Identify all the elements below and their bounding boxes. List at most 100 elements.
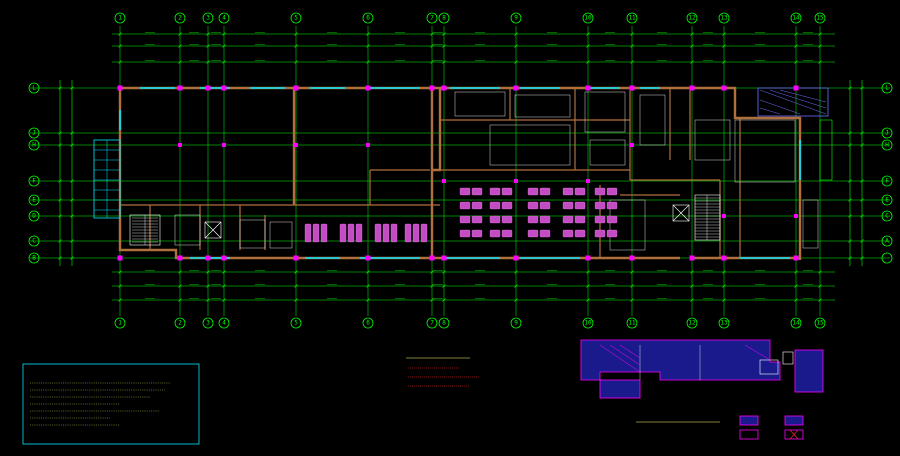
axis-bubble-top: 7 [426, 12, 438, 24]
column [441, 255, 447, 261]
axis-bubble-left: J [28, 127, 40, 139]
desk [606, 215, 618, 224]
axis-bubble-top: 15 [814, 317, 826, 329]
axis-label: H [32, 142, 36, 149]
column [689, 255, 695, 261]
elevators [204, 204, 690, 239]
axis-label: 5 [294, 320, 298, 327]
desk [562, 187, 574, 196]
interior-partitions [174, 87, 833, 251]
desk [562, 201, 574, 210]
column [441, 85, 447, 91]
axis-bubble-left: D [28, 210, 40, 222]
axis-bubble-top: 10 [582, 317, 594, 329]
axis-label: 7 [430, 320, 434, 327]
axis-bubble-top: 11 [626, 317, 638, 329]
desk [312, 223, 320, 243]
desk [539, 201, 551, 210]
axis-bubble-top: 15 [814, 12, 826, 24]
column [721, 255, 727, 261]
column [177, 85, 183, 91]
axis-label: 8 [442, 320, 446, 327]
column [585, 255, 591, 261]
axis-label: E [885, 197, 889, 204]
desk [527, 229, 539, 238]
desk [501, 201, 513, 210]
desk [347, 223, 355, 243]
axis-label: 13 [720, 15, 728, 22]
stair-left [129, 214, 161, 246]
desk [539, 187, 551, 196]
axis-bubble-left: H [28, 139, 40, 151]
axis-label: 1 [118, 320, 122, 327]
axis-label: 7 [430, 15, 434, 22]
axis-label: 12 [688, 320, 696, 327]
column [222, 143, 226, 147]
axis-bubble-top: 4 [218, 12, 230, 24]
desk [501, 229, 513, 238]
desk [489, 201, 501, 210]
workstation-desks [304, 187, 618, 243]
axis-label: 10 [584, 15, 592, 22]
axis-bubble-left: E [28, 194, 40, 206]
column [366, 143, 370, 147]
desk [404, 223, 412, 243]
column [513, 85, 519, 91]
desk [562, 215, 574, 224]
desk [471, 201, 483, 210]
axis-bubble-right [881, 252, 893, 264]
legend-block [406, 357, 480, 387]
column [794, 214, 798, 218]
axis-bubble-top: 5 [290, 317, 302, 329]
axis-bubble-top: 12 [686, 12, 698, 24]
axis-label: 1 [118, 15, 122, 22]
desk [459, 229, 471, 238]
axis-bubble-top: 8 [438, 317, 450, 329]
axis-label: J [32, 130, 36, 137]
axis-bubble-top: 6 [362, 317, 374, 329]
axis-bubble-top: 9 [510, 317, 522, 329]
desk [471, 187, 483, 196]
column [514, 179, 518, 183]
axis-label: 11 [628, 320, 636, 327]
axis-label: 11 [628, 15, 636, 22]
axis-label: 14 [792, 320, 800, 327]
desk [574, 201, 586, 210]
desk [471, 229, 483, 238]
desk [355, 223, 363, 243]
axis-bubble-right: C [881, 210, 893, 222]
axis-label: H [885, 142, 889, 149]
column [365, 255, 371, 261]
axis-label: 2 [178, 15, 182, 22]
stair-right [694, 194, 721, 241]
axis-label: B [32, 255, 36, 262]
column [629, 85, 635, 91]
axis-label: 4 [222, 320, 226, 327]
column [585, 85, 591, 91]
column [365, 85, 371, 91]
axis-bubble-right: E [881, 194, 893, 206]
desk [339, 223, 347, 243]
desk [489, 215, 501, 224]
desk [527, 215, 539, 224]
desk [390, 223, 398, 243]
axis-bubble-top: 7 [426, 317, 438, 329]
desk [539, 215, 551, 224]
axis-bubble-top: 3 [202, 12, 214, 24]
axis-label: 9 [514, 320, 518, 327]
axis-bubble-top: 1 [114, 12, 126, 24]
axis-bubble-right: F [881, 175, 893, 187]
column [205, 85, 211, 91]
axis-bubble-top: 13 [718, 12, 730, 24]
desk [489, 187, 501, 196]
axis-bubble-top: 9 [510, 12, 522, 24]
axis-label: 10 [584, 320, 592, 327]
axis-label: 3 [206, 320, 210, 327]
column [177, 255, 183, 261]
general-notes-block [22, 363, 200, 445]
desk [606, 187, 618, 196]
column [721, 85, 727, 91]
axis-label: 9 [514, 15, 518, 22]
axis-label: C [885, 213, 889, 220]
